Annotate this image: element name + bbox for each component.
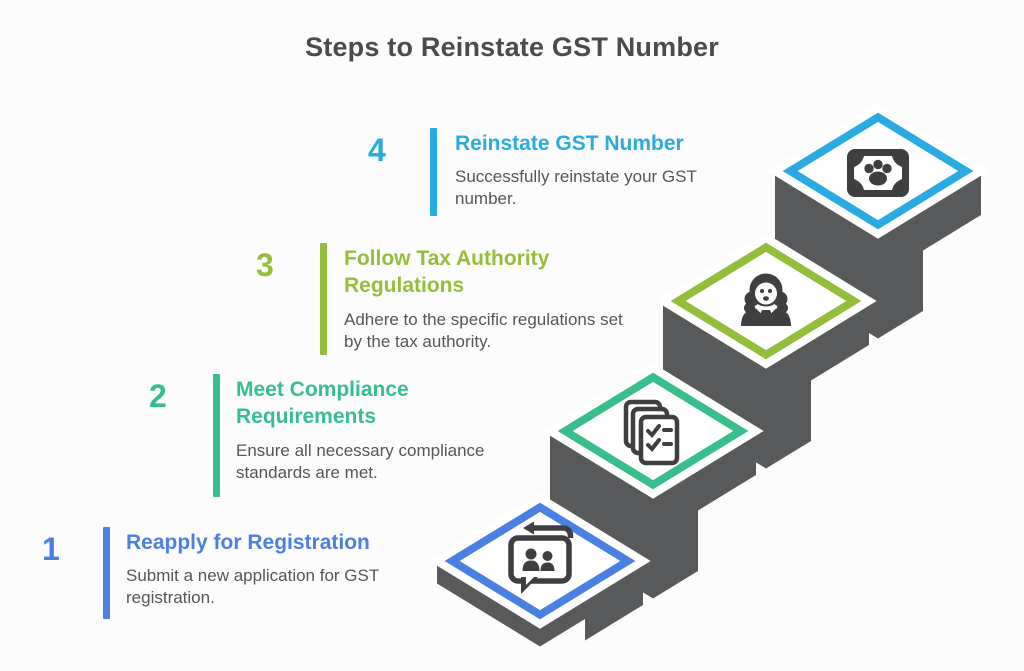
stair-block-1 [437, 565, 643, 647]
step-description: Successfully reinstate your GST number. [455, 167, 697, 209]
step-description: Adhere to the specific regulations set b… [344, 309, 623, 351]
gst-number-cash-icon [847, 149, 909, 197]
step-title: Follow Tax Authority Regulations [344, 247, 550, 298]
step-title: Reinstate GST Number [455, 132, 684, 155]
step-number: 4 [368, 132, 386, 168]
step-accent-bar [430, 128, 437, 216]
step-number: 1 [42, 531, 60, 567]
step-accent-bar [103, 527, 110, 619]
step-number: 2 [149, 378, 167, 414]
step-number: 3 [256, 247, 274, 283]
page-title: Steps to Reinstate GST Number [305, 32, 719, 62]
step-description: Submit a new application for GST registr… [126, 566, 379, 608]
step-title: Meet Compliance Requirements [236, 378, 409, 429]
step-title: Reapply for Registration [126, 531, 370, 554]
step-accent-bar [320, 243, 327, 355]
step-description: Ensure all necessary compliance standard… [236, 440, 485, 482]
step-accent-bar [213, 374, 220, 497]
